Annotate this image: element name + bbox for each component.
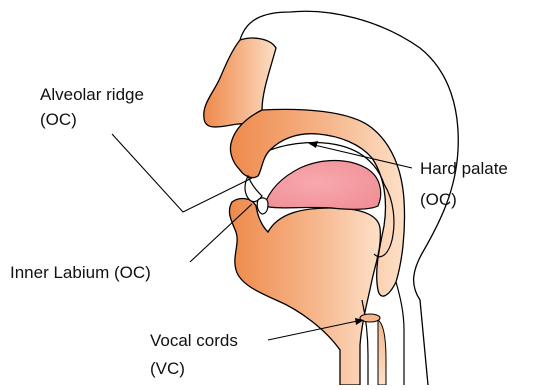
vocal-cords-vc-label: (VC)	[150, 359, 185, 378]
tongue	[264, 161, 381, 210]
alveolar-ridge-label: Alveolar ridge	[40, 85, 144, 104]
lower-incisor	[257, 198, 268, 214]
pharynx-back-wall	[396, 282, 404, 385]
trachea	[378, 320, 386, 385]
alveolar-ridge-oc-label: (OC)	[40, 110, 77, 129]
inner-labium-label: Inner Labium (OC)	[10, 263, 151, 282]
hard-palate-oc-label: (OC)	[420, 190, 457, 209]
lower-jaw-flesh	[229, 199, 380, 385]
vocal-cords	[360, 314, 380, 322]
vocal-cords-label: Vocal cords	[150, 331, 238, 350]
hard-palate-label: Hard palate	[420, 159, 508, 178]
